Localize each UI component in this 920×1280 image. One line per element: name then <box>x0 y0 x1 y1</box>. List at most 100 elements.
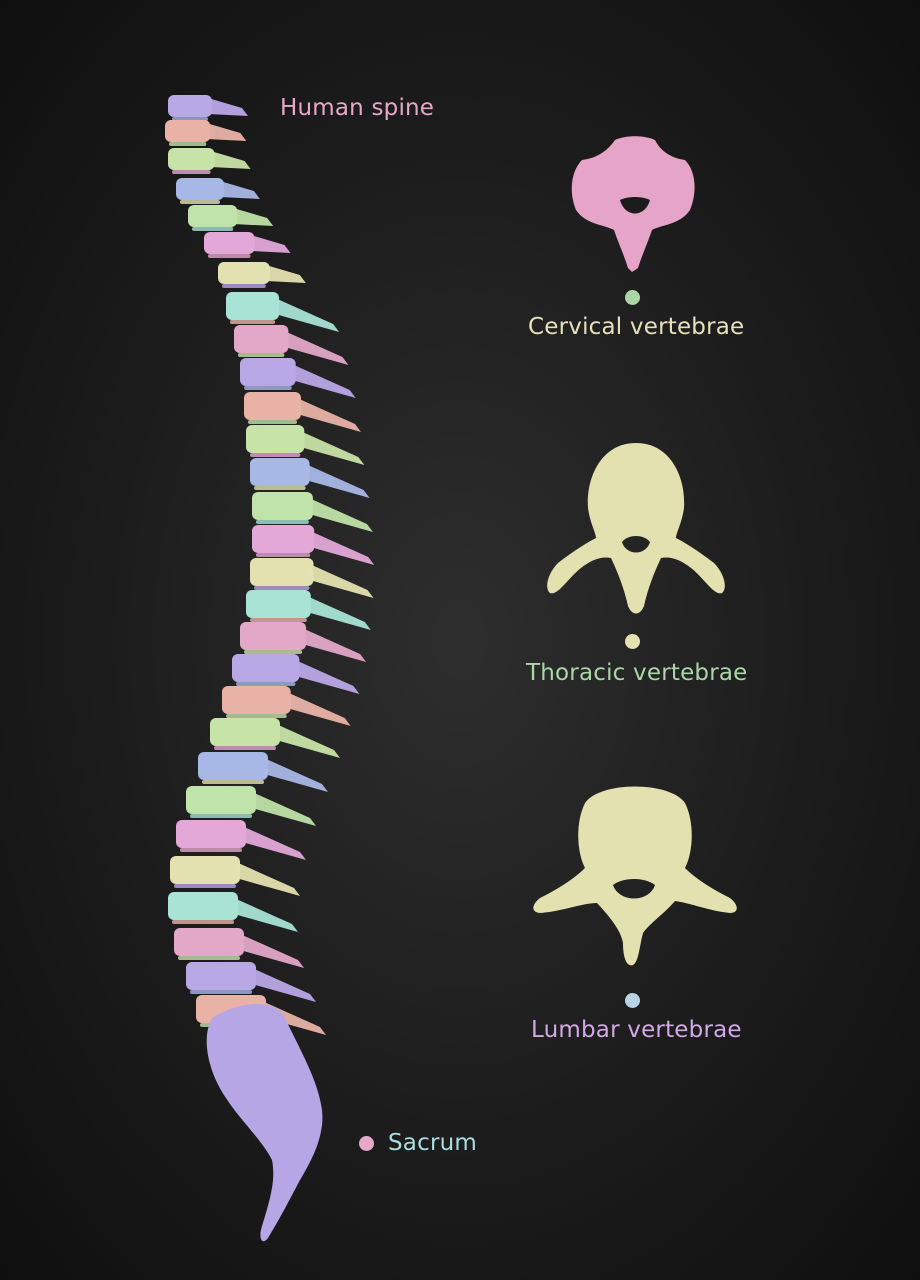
intervertebral-disc <box>222 284 266 288</box>
vertebra-body <box>186 786 256 814</box>
vertebra-process <box>236 862 300 896</box>
intervertebral-disc <box>236 682 296 686</box>
intervertebral-disc <box>230 320 276 324</box>
intervertebral-disc <box>192 227 234 231</box>
thoracic-vertebra-illustration <box>547 443 725 614</box>
vertebra-body <box>244 392 301 420</box>
vertebra-process <box>309 564 374 598</box>
intervertebral-disc <box>190 814 252 818</box>
intervertebral-disc <box>238 353 285 357</box>
vertebra-body <box>246 590 311 618</box>
sacrum-label: Sacrum <box>388 1130 477 1156</box>
vertebra-body <box>252 492 313 520</box>
vertebra-body <box>232 654 300 682</box>
vertebra-body <box>170 856 240 884</box>
vertebra-process <box>305 464 370 498</box>
intervertebral-disc <box>180 848 242 852</box>
vertebrae-group <box>165 95 375 1035</box>
diagram-title: Human spine <box>280 95 435 121</box>
vertebra-process <box>308 498 373 532</box>
intervertebral-disc <box>256 553 311 557</box>
lumbar-vertebra-illustration <box>533 786 737 966</box>
vertebra-body <box>174 928 244 956</box>
vertebra-body <box>176 820 246 848</box>
vertebra-process <box>276 724 340 758</box>
intervertebral-disc <box>178 956 240 960</box>
thoracic-vertebra-bone <box>547 443 725 614</box>
vertebra-body <box>218 262 270 284</box>
intervertebral-disc <box>248 420 297 424</box>
vertebra-process <box>208 98 248 116</box>
cervical-vertebra-bone <box>571 136 695 272</box>
intervertebral-disc <box>208 254 251 258</box>
intervertebral-disc <box>244 386 292 390</box>
vertebra-process <box>240 934 304 968</box>
vertebra-body <box>250 458 310 486</box>
intervertebral-disc <box>180 200 220 204</box>
vertebra-body <box>165 120 211 142</box>
vertebra-process <box>242 826 306 860</box>
vertebra-process <box>250 235 291 253</box>
cervical-vertebra-illustration <box>571 136 695 272</box>
intervertebral-disc <box>172 920 234 924</box>
intervertebral-disc <box>250 453 301 457</box>
vertebra-body <box>226 292 280 320</box>
intervertebral-disc <box>190 990 252 994</box>
vertebra-body <box>176 178 224 200</box>
vertebra-process <box>275 298 340 332</box>
cervical-vertebrae-label: Cervical vertebrae <box>528 314 745 340</box>
vertebra-process <box>310 531 375 565</box>
vertebra-process <box>264 758 328 792</box>
lumbar-vertebrae-label: Lumbar vertebrae <box>531 1017 742 1043</box>
vertebra-body <box>198 752 268 780</box>
vertebra-process <box>302 628 367 662</box>
intervertebral-disc <box>250 618 307 622</box>
vertebra-body <box>204 232 255 254</box>
vertebra-body <box>188 205 238 227</box>
intervertebral-disc <box>214 746 276 750</box>
vertebra-process <box>252 968 316 1002</box>
intervertebral-disc <box>172 170 211 174</box>
vertebra-process <box>300 431 365 465</box>
vertebra-process <box>219 181 260 199</box>
vertebra-body <box>210 718 280 746</box>
cervical-marker-dot <box>625 290 640 305</box>
vertebra-body <box>252 525 315 553</box>
vertebra-process <box>233 208 274 226</box>
vertebra-body <box>168 148 215 170</box>
vertebra-process <box>295 660 360 694</box>
intervertebral-disc <box>254 586 310 590</box>
vertebra-process <box>265 265 306 283</box>
vertebra-process <box>206 123 247 141</box>
lumbar-marker-dot <box>625 993 640 1008</box>
vertebra-body <box>234 325 289 353</box>
vertebra-process <box>284 331 349 365</box>
thoracic-vertebrae-label: Thoracic vertebrae <box>526 660 748 686</box>
sacrum-bone <box>206 1004 323 1242</box>
vertebra-body <box>168 95 212 117</box>
vertebra-body <box>240 622 307 650</box>
vertebra-body <box>186 962 256 990</box>
vertebra-process <box>252 792 316 826</box>
vertebra-body <box>168 892 238 920</box>
intervertebral-disc <box>226 714 287 718</box>
vertebra-process <box>297 398 361 432</box>
vertebra-process <box>291 364 356 398</box>
lumbar-vertebra-bone <box>533 786 737 966</box>
sacrum-marker-dot <box>359 1136 374 1151</box>
vertebra-process <box>286 692 351 726</box>
vertebra-body <box>222 686 291 714</box>
intervertebral-disc <box>202 780 264 784</box>
vertebra-process <box>210 151 251 169</box>
vertebra-body <box>250 558 314 586</box>
vertebra-process <box>234 898 298 932</box>
vertebra-body <box>246 425 305 453</box>
vertebra-process <box>262 1001 326 1035</box>
intervertebral-disc <box>169 142 207 146</box>
intervertebral-disc <box>256 520 309 524</box>
thoracic-marker-dot <box>625 634 640 649</box>
intervertebral-disc <box>254 486 306 490</box>
intervertebral-disc <box>244 650 303 654</box>
